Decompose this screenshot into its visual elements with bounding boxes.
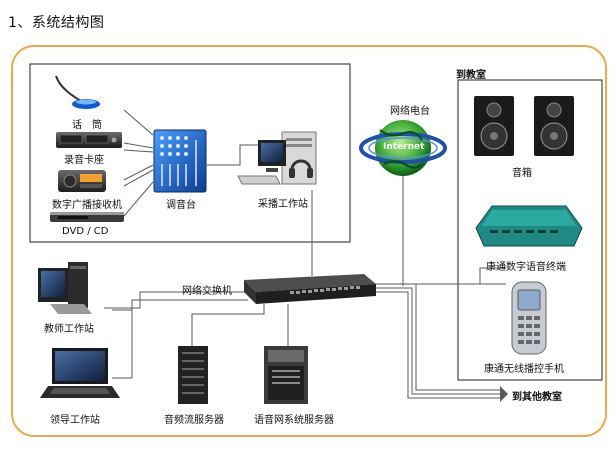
leader-laptop-icon <box>40 348 120 398</box>
microphone-icon <box>55 75 100 109</box>
label-card-recorder: 录音卡座 <box>64 155 104 166</box>
speaker-right-icon <box>534 96 574 156</box>
label-voice-server: 语音网系统服务器 <box>254 415 334 426</box>
label-speakers: 音箱 <box>512 168 532 179</box>
card-recorder-icon <box>56 132 122 148</box>
speaker-left-icon <box>474 96 514 156</box>
label-leader-station: 领导工作站 <box>50 415 100 426</box>
radio-receiver-icon <box>58 170 106 192</box>
arrow-other-classrooms <box>500 386 508 402</box>
label-digital-terminal: 康通数字语音终端 <box>486 262 566 273</box>
network-wires <box>104 109 506 399</box>
label-mic: 话 筒 <box>72 120 102 131</box>
label-mixer: 调音台 <box>166 200 196 211</box>
audio-server-icon <box>178 346 208 404</box>
label-to-classroom: 到教室 <box>456 70 486 81</box>
digital-terminal-icon <box>475 205 583 247</box>
dvd-player-icon <box>50 212 124 222</box>
voice-server-icon <box>264 346 308 404</box>
label-to-other-classrooms: 到其他教室 <box>512 392 562 403</box>
label-switch: 网络交换机 <box>182 286 232 297</box>
capture-workstation-icon <box>237 131 317 185</box>
page-title: 1、系统结构图 <box>8 15 105 31</box>
internet-globe-icon <box>359 120 447 176</box>
label-wireless-controller: 康通无线播控手机 <box>484 364 564 375</box>
label-capture-station: 采播工作站 <box>258 199 308 210</box>
label-teacher-station: 教师工作站 <box>44 324 94 335</box>
network-switch-icon <box>244 274 376 304</box>
mobile-phone-icon <box>511 281 547 355</box>
outer-frame <box>11 45 607 437</box>
mixer-icon <box>153 129 207 193</box>
label-dvd: DVD / CD <box>62 226 109 237</box>
teacher-workstation-icon <box>38 262 92 314</box>
label-network-radio: 网络电台 <box>390 106 430 117</box>
label-internet: Internet <box>383 142 425 152</box>
label-digital-radio: 数字广播接收机 <box>52 200 122 211</box>
classroom-box <box>457 79 603 381</box>
studio-box <box>29 63 351 243</box>
label-audio-server: 音频流服务器 <box>164 415 224 426</box>
